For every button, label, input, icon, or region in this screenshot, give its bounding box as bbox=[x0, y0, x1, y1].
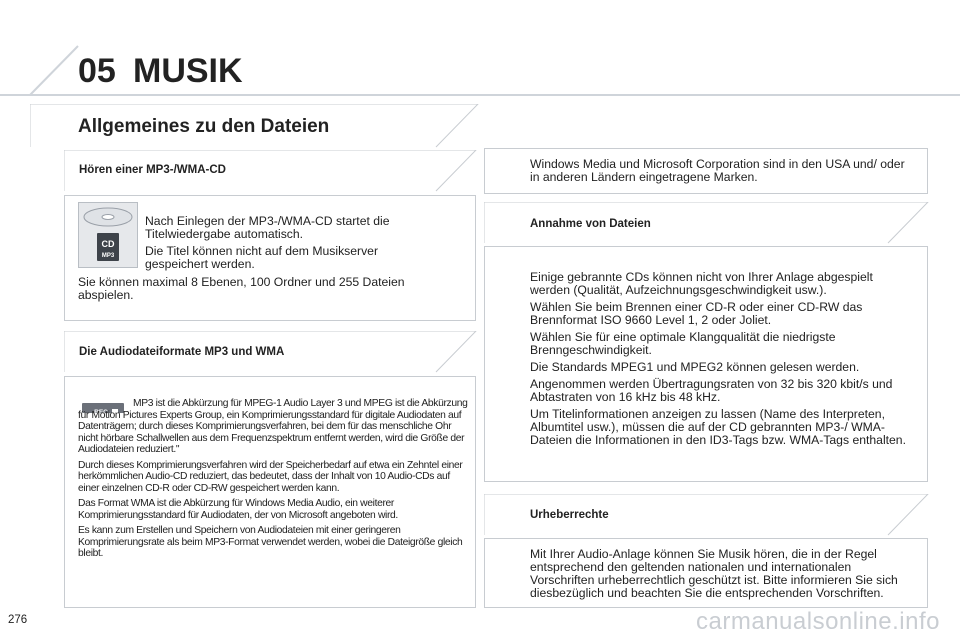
hoeren-text-block: Nach Einlegen der MP3-/WMA-CD startet di… bbox=[145, 215, 425, 275]
cd-mp3-icon: CD MP3 bbox=[78, 202, 138, 268]
hoeren-paragraph-3: Sie können maximal 8 Ebenen, 100 Ordner … bbox=[78, 275, 405, 302]
chapter-number: 05 bbox=[78, 52, 116, 90]
audioformate-paragraph-3: Das Format WMA ist die Abkürzung für Win… bbox=[78, 498, 398, 521]
section-bar-urheberrechte bbox=[484, 494, 929, 536]
section-box-urheberrechte bbox=[484, 538, 928, 608]
rec-icon: REC bbox=[82, 403, 124, 416]
section-title-urheberrechte: Urheberrechte bbox=[530, 509, 609, 521]
cd-label: CD bbox=[102, 239, 115, 249]
mp3-label: MP3 bbox=[102, 253, 115, 259]
annahme-paragraph-5: Angenommen werden Übertragungsraten von … bbox=[530, 377, 893, 404]
cd-disc-icon: CD MP3 bbox=[83, 207, 133, 261]
audioformate-paragraph-4: Es kann zum Erstellen und Speichern von … bbox=[78, 525, 463, 559]
rec-label: REC bbox=[94, 409, 108, 416]
page-title-bar bbox=[30, 104, 479, 148]
section-title-audioformate: Die Audiodateiformate MP3 und WMA bbox=[79, 346, 285, 358]
annahme-paragraph-2: Wählen Sie beim Brennen einer CD-R oder … bbox=[530, 300, 863, 327]
section-bar-annahme bbox=[484, 202, 929, 244]
trademark-box bbox=[484, 148, 928, 194]
annahme-paragraph-4: Die Standards MPEG1 und MPEG2 können gel… bbox=[530, 360, 860, 374]
annahme-paragraph-1: Einige gebrannte CDs können nicht von Ih… bbox=[530, 270, 873, 297]
annahme-paragraph-3: Wählen Sie für eine optimale Klangqualit… bbox=[530, 330, 836, 357]
section-box-annahme bbox=[484, 246, 928, 482]
header-decoration bbox=[0, 45, 960, 96]
audioformate-paragraph-1: MP3 ist die Abkürzung für MPEG-1 Audio L… bbox=[78, 398, 468, 455]
watermark: carmanualsonline.info bbox=[696, 608, 940, 635]
hoeren-paragraph-2: Die Titel können nicht auf dem Musikserv… bbox=[145, 244, 379, 271]
urheberrechte-paragraph-1: Mit Ihrer Audio-Anlage können Sie Musik … bbox=[530, 547, 898, 600]
section-bar-audioformate bbox=[64, 331, 477, 373]
hoeren-paragraph-1: Nach Einlegen der MP3-/WMA-CD startet di… bbox=[145, 214, 390, 241]
section-box-audioformate bbox=[64, 376, 476, 608]
audioformate-text-block: MP3 ist die Abkürzung für MPEG-1 Audio L… bbox=[78, 398, 470, 564]
section-bar-hoeren bbox=[64, 150, 477, 192]
chapter-title: MUSIK bbox=[133, 52, 243, 90]
audioformate-paragraph-2: Durch dieses Komprimierungsverfahren wir… bbox=[78, 459, 463, 494]
annahme-text-block: Einige gebrannte CDs können nicht von Ih… bbox=[530, 271, 915, 451]
page-title: Allgemeines zu den Dateien bbox=[78, 116, 330, 137]
annahme-paragraph-6: Um Titelinformationen anzeigen zu lassen… bbox=[530, 407, 906, 447]
section-title-annahme: Annahme von Dateien bbox=[530, 218, 651, 230]
trademark-text: Windows Media und Microsoft Corporation … bbox=[530, 157, 905, 184]
page-number: 276 bbox=[8, 614, 28, 626]
section-title-hoeren: Hören einer MP3-/WMA-CD bbox=[79, 164, 226, 176]
